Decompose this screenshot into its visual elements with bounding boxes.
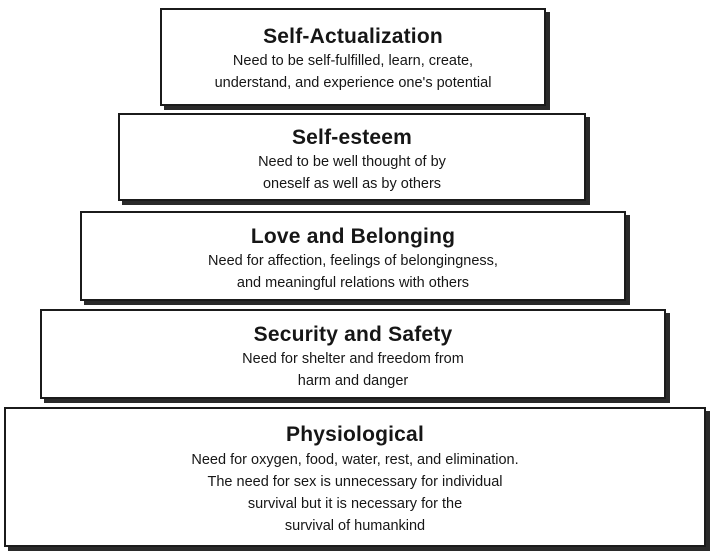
tier-title: Self-Actualization bbox=[263, 25, 443, 48]
tier-physiological: Physiological Need for oxygen, food, wat… bbox=[4, 407, 706, 547]
tier-description: Need for shelter and freedom from harm a… bbox=[242, 351, 464, 389]
tier-description: Need to be self-fulfilled, learn, create… bbox=[214, 53, 492, 91]
tier-self-esteem: Self-esteem Need to be well thought of b… bbox=[118, 113, 586, 201]
tier-self-actualization: Self-Actualization Need to be self-fulfi… bbox=[160, 8, 546, 106]
tier-title: Love and Belonging bbox=[250, 225, 456, 248]
tier-love-and-belonging: Love and Belonging Need for affection, f… bbox=[80, 211, 626, 301]
tier-title: Security and Safety bbox=[253, 323, 453, 346]
tier-title: Self-esteem bbox=[291, 126, 413, 149]
tier-security-and-safety: Security and Safety Need for shelter and… bbox=[40, 309, 666, 399]
tier-title: Physiological bbox=[286, 423, 424, 446]
tier-description: Need to be well thought of by oneself as… bbox=[258, 154, 446, 192]
tier-description: Need for oxygen, food, water, rest, and … bbox=[191, 452, 519, 534]
tier-description: Need for affection, feelings of belongin… bbox=[208, 253, 498, 291]
